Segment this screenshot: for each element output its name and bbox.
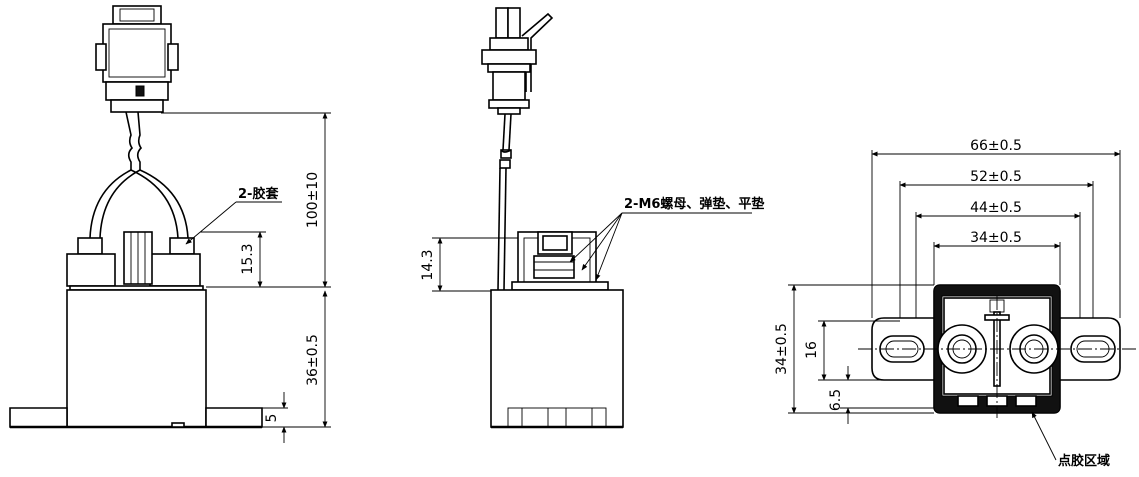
dim-36-text: 36±0.5 xyxy=(305,334,321,386)
dim-16-text: 16 xyxy=(804,341,820,359)
dim-6-5-text: 6.5 xyxy=(828,389,844,411)
dim-5-text: 5 xyxy=(264,414,280,423)
side-body xyxy=(490,289,624,428)
sleeve-leader xyxy=(185,201,237,245)
top-view: 66±0.5 52±0.5 44±0.5 34±0.5 xyxy=(774,138,1136,469)
nut-label: 2-M6螺母、弹垫、平垫 xyxy=(624,196,764,212)
nut-leader-2 xyxy=(581,212,623,271)
nut-leader-1 xyxy=(569,212,623,263)
side-connector xyxy=(481,7,554,115)
side-nut-assembly xyxy=(511,231,609,291)
top-slot-right xyxy=(1070,335,1116,363)
dim-15-3-text: 15.3 xyxy=(240,243,256,274)
front-wires xyxy=(89,111,189,239)
dim-34h-text: 34±0.5 xyxy=(774,323,790,375)
front-view: 100±10 15.3 36±0.5 5 2-胶套 xyxy=(9,5,331,443)
sleeve-label: 2-胶套 xyxy=(238,186,279,202)
glue-leader xyxy=(1031,411,1057,461)
dim-14-3-text: 14.3 xyxy=(420,249,436,280)
front-connector xyxy=(95,5,179,113)
nut-leader-3 xyxy=(595,212,623,281)
glue-label: 点胶区域 xyxy=(1058,453,1110,469)
dim-44-text: 44±0.5 xyxy=(970,200,1022,216)
front-extension-lines xyxy=(161,112,331,428)
dim-34w-text: 34±0.5 xyxy=(970,230,1022,246)
dim-52-text: 52±0.5 xyxy=(970,169,1022,185)
dim-100-text: 100±10 xyxy=(305,172,321,228)
dim-66-text: 66±0.5 xyxy=(970,138,1022,154)
front-terminals xyxy=(66,231,201,287)
side-view: 14.3 2-M6螺母、弹垫、平垫 xyxy=(420,7,764,429)
front-body xyxy=(9,285,263,429)
side-cable xyxy=(497,113,512,291)
